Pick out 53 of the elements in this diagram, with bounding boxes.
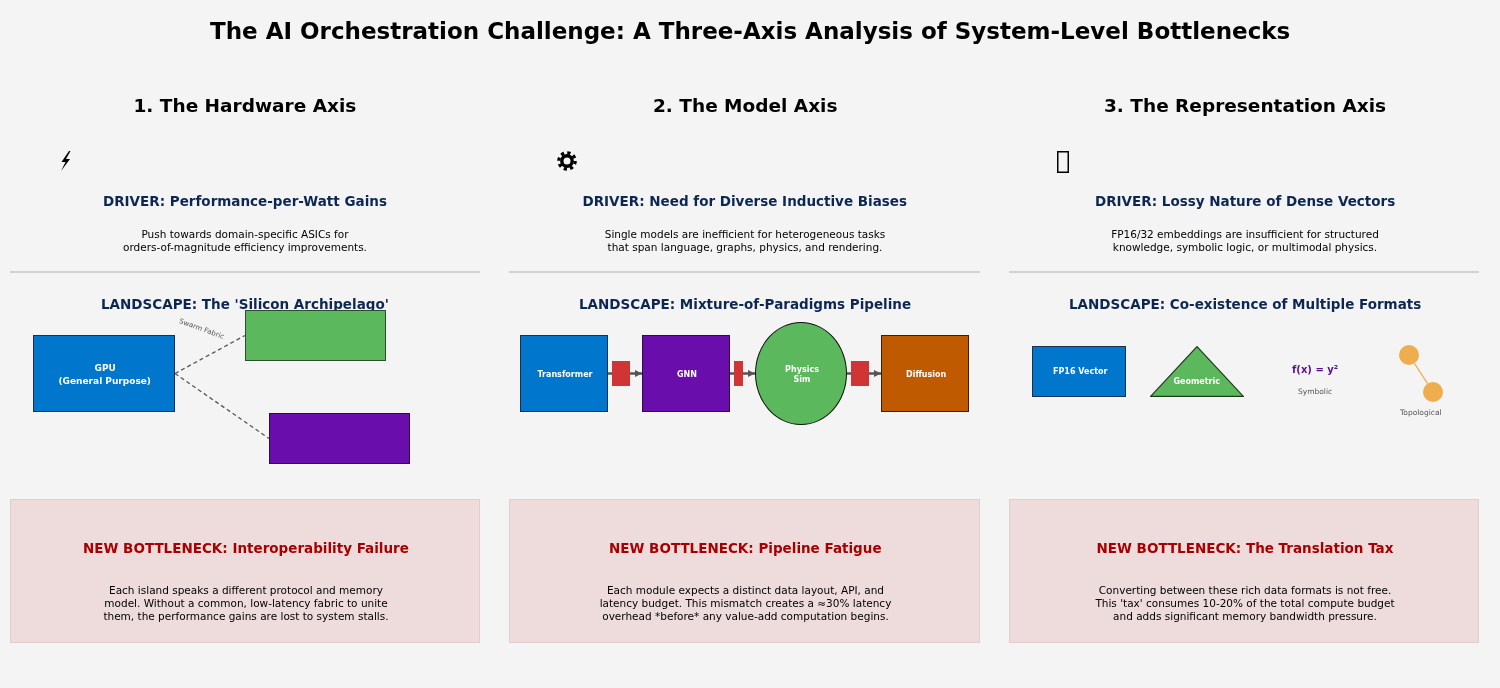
vector-box	[1032, 346, 1126, 397]
driver-heading: DRIVER: Need for Diverse Inductive Biases	[582, 192, 907, 210]
formula-text: f(x) = y²	[1292, 363, 1339, 376]
geometry-triangle	[1150, 346, 1244, 397]
panel-text: Converting between these rich data formats is not free. This 'tax' consumes 10-20% of the total compute budget and adds significant memory bandwidth pressure.	[1094, 583, 1396, 623]
bottleneck-panel	[10, 499, 480, 643]
panel-text: Each island speaks a different protocol and memory model. Without a common, low-latency fabric to unite them, the performance gains are lost to system stalls.	[102, 583, 390, 623]
bottleneck-panel	[1009, 499, 1479, 643]
panel-heading: NEW BOTTLENECK: Pipeline Fatigue	[609, 539, 882, 557]
column-heading: 2. The Model Axis	[653, 93, 838, 117]
bottleneck-panel	[509, 499, 980, 643]
connector-line	[847, 372, 851, 375]
box-label: Transformer	[537, 369, 593, 380]
adapter-block	[734, 361, 743, 386]
box-label: FP16 Vector	[1053, 367, 1108, 377]
model-box	[881, 335, 969, 412]
processor-box	[33, 335, 175, 412]
arrow	[743, 370, 755, 377]
driver-text: Push towards domain-specific ASICs for orders-of-magnitude efficiency improvements.	[122, 228, 368, 255]
panel-heading: NEW BOTTLENECK: Interoperability Failure	[83, 539, 409, 557]
driver-heading: DRIVER: Lossy Nature of Dense Vectors	[1095, 192, 1396, 210]
driver-heading: DRIVER: Performance-per-Watt Gains	[103, 192, 387, 210]
column-heading: 3. The Representation Axis	[1104, 93, 1386, 117]
panel-heading: NEW BOTTLENECK: The Translation Tax	[1096, 539, 1394, 557]
connector-line	[1413, 362, 1429, 385]
box-label: GNN	[677, 369, 697, 380]
box-label: Geometric	[1173, 376, 1220, 387]
processor-box	[269, 413, 410, 464]
arrow	[630, 370, 642, 377]
box-label: Diffusion	[906, 369, 947, 380]
arrow	[869, 370, 881, 377]
title: The AI Orchestration Challenge: A Three-Axis Analysis of System-Level Bottlenecks	[210, 16, 1291, 46]
column-heading: 1. The Hardware Axis	[133, 93, 357, 117]
adapter-block	[612, 361, 630, 386]
panel-text: Each module expects a distinct data layout, API, and latency budget. This mismatch creates a ≈30% latency overhead *before* any value-add computation begins.	[598, 583, 893, 623]
adapter-block	[851, 361, 869, 386]
connector-line	[174, 334, 246, 375]
box-label: Physics Sim	[784, 364, 820, 385]
model-box	[642, 335, 730, 412]
driver-text: FP16/32 embeddings are insufficient for structured knowledge, symbolic logic, or multimodal physics.	[1110, 228, 1380, 255]
landscape-heading: LANDSCAPE: The 'Silicon Archipelago'	[101, 295, 389, 313]
connector-line	[174, 372, 270, 440]
model-box	[520, 335, 608, 412]
box-label: (General Purpose)	[58, 375, 151, 387]
connector-line	[608, 372, 612, 375]
landscape-heading: LANDSCAPE: Co-existence of Multiple Formats	[1069, 295, 1422, 313]
box-label: GPU	[94, 362, 116, 374]
connector-line	[730, 372, 734, 375]
driver-text: Single models are inefficient for heterogeneous tasks that span language, graphs, physics, and rendering.	[603, 228, 887, 255]
graph-node-circle	[1399, 345, 1419, 365]
processor-box	[245, 310, 386, 361]
landscape-heading: LANDSCAPE: Mixture-of-Paradigms Pipeline	[579, 295, 912, 313]
graph-node-circle	[1423, 382, 1443, 402]
